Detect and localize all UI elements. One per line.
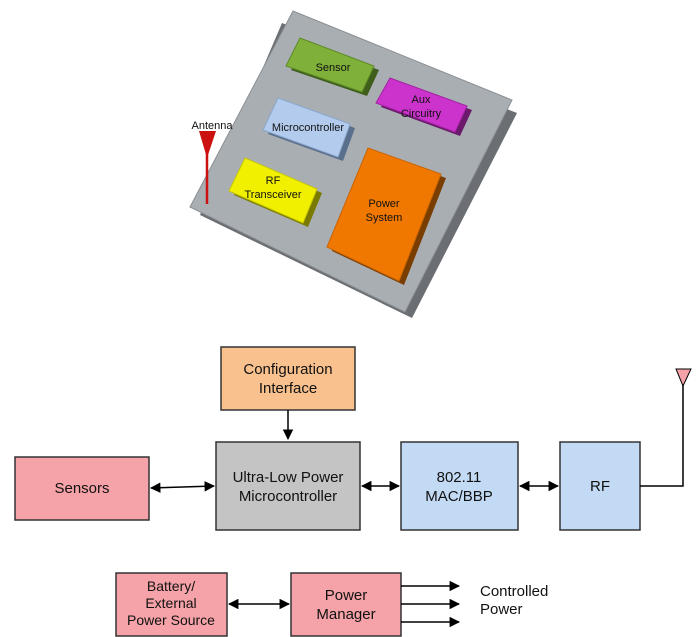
- mac-bbp-label-1: 802.11: [437, 469, 482, 486]
- sensors-mcu-arrow: [149, 481, 216, 493]
- battery-label-3: Power Source: [127, 612, 215, 628]
- battery-label-2: External: [145, 595, 196, 611]
- config-interface-label-2: Interface: [259, 380, 317, 397]
- mcu-label-1: Ultra-Low Power: [233, 469, 344, 486]
- antenna-icon: [675, 368, 692, 388]
- power-manager-label-1: Power: [325, 587, 368, 604]
- chip-board: [189, 10, 513, 313]
- chip-rf-label-1: RF: [266, 175, 281, 187]
- power-manager-label-2: Manager: [316, 606, 375, 623]
- sensors-box: [14, 456, 150, 521]
- mac-bbp-label-2: MAC/BBP: [425, 488, 493, 505]
- mac-bbp-box: [400, 441, 519, 531]
- chip-micro-block: [262, 97, 351, 158]
- chip-micro-label: Microcontroller: [272, 122, 344, 134]
- power-manager-box: [290, 572, 402, 637]
- chip-rf-label-2: Transceiver: [244, 189, 301, 201]
- controlled-power-label-2: Power: [480, 601, 523, 618]
- config-interface-label-1: Configuration: [243, 361, 332, 378]
- rf-label: RF: [590, 478, 610, 495]
- sensors-label: Sensors: [54, 480, 109, 497]
- chip-power-label-1: Power: [368, 198, 400, 210]
- chip-antenna-label: Antenna: [192, 120, 234, 132]
- mcu-label-2: Microcontroller: [239, 488, 337, 505]
- chip-rf-block: [228, 157, 318, 224]
- battery-label-1: Battery/: [147, 578, 195, 594]
- rf-box: [559, 441, 641, 531]
- chip-sensor-block: [285, 37, 375, 93]
- chip-illustration: Sensor Aux Circuitry Microcontroller RF …: [189, 10, 517, 318]
- chip-power-label-2: System: [366, 212, 403, 224]
- battery-box: [115, 572, 228, 637]
- block-diagram: Configuration Interface Sensors Ultra-Lo…: [14, 346, 692, 637]
- rf-antenna-feed: [640, 384, 684, 487]
- config-interface-box: [220, 346, 356, 411]
- controlled-power-label-1: Controlled: [480, 583, 548, 600]
- chip-power-block: [326, 147, 442, 282]
- chip-aux-label-1: Aux: [412, 94, 431, 106]
- chip-antenna-icon: [199, 131, 216, 158]
- chip-aux-block: [375, 77, 468, 133]
- chip-aux-label-2: Circuitry: [401, 108, 442, 120]
- chip-sensor-label: Sensor: [316, 62, 351, 74]
- mcu-box: [215, 441, 361, 531]
